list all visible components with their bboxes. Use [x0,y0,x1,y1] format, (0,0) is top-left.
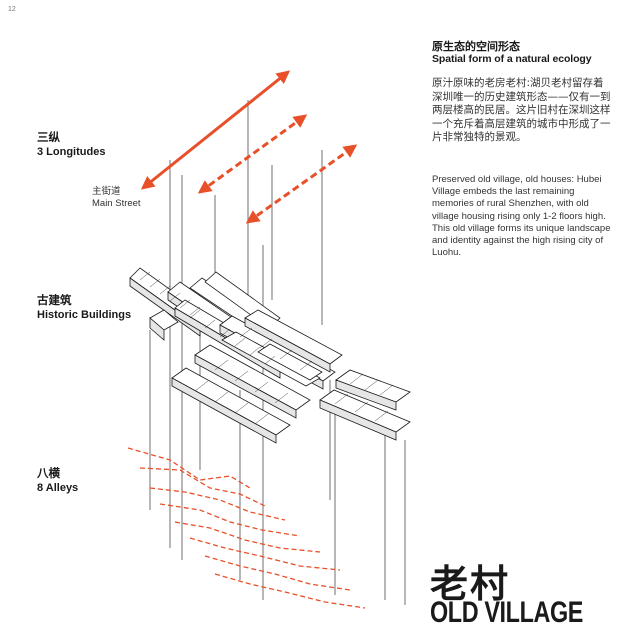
main-street-arrow [140,70,291,190]
main-street-label-en: Main Street [92,198,141,209]
historic-buildings-label: 古建筑 Historic Buildings [37,294,131,322]
longitudes-label: 三纵 3 Longitudes [37,131,105,159]
main-street-label-cn: 主街道 [92,186,121,197]
row-houses-2 [171,331,323,444]
alleys-label-en: 8 Alleys [37,482,79,494]
section-heading-cn: 原生态的空间形态 [432,41,520,53]
description-cn: 原汁原味的老房老村:湖贝老村留存着深圳唯一的历史建筑形态——仅有一到两层楼高的民… [432,77,611,143]
longitude-arrow-2 [197,114,308,194]
page-title-en: OLD VILLAGE [430,596,584,629]
main-street-label: 主街道 Main Street [92,186,141,210]
historic-label-cn: 古建筑 [37,295,72,307]
page-title-cn: 老村 [430,562,511,606]
alleys-label: 八横 8 Alleys [37,467,78,495]
village-buildings [129,267,411,444]
alleys-label-cn: 八横 [37,468,60,480]
page-number: 12 [8,6,16,13]
row-houses-3 [319,369,411,441]
section-heading-en: Spatial form of a natural ecology [432,53,592,65]
longitudes-label-cn: 三纵 [37,132,60,144]
historic-label-en: Historic Buildings [37,309,132,321]
roof-hatching [139,271,394,425]
longitude-arrows [140,70,358,224]
alley-lines [127,447,366,609]
description-en: Preserved old village, old houses: Hubei… [432,174,611,259]
longitude-arrow-3 [245,144,358,224]
longitudes-label-en: 3 Longitudes [37,146,106,158]
